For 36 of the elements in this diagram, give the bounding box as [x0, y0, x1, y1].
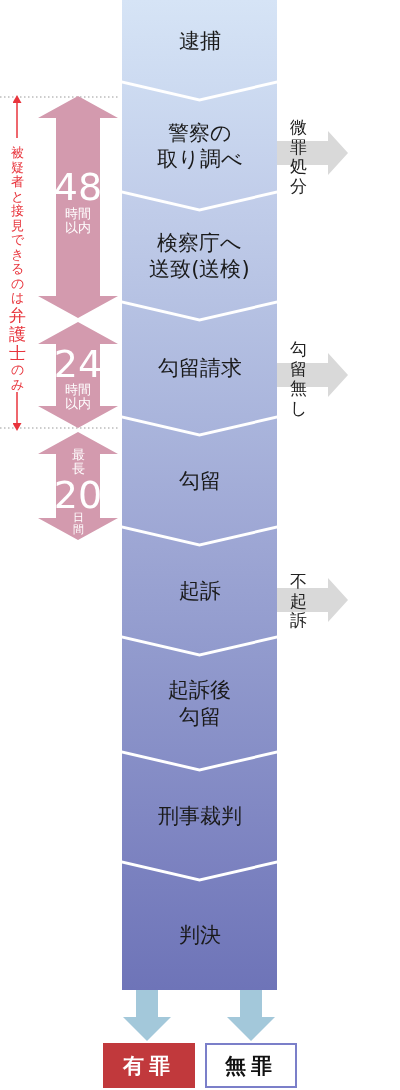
verdict-box: 有罪 — [103, 1043, 195, 1088]
step-band — [122, 417, 277, 545]
exit-arrow — [277, 353, 348, 397]
step-band — [122, 82, 277, 210]
edge-label: 微罪処分 — [289, 118, 308, 197]
verdict-box: 無罪 — [205, 1043, 297, 1088]
arrow — [123, 990, 171, 1041]
step-label: 検察庁へ送致(送検) — [148, 229, 251, 283]
duration-number: 48 — [52, 168, 104, 206]
edge-label: 不起訴 — [289, 572, 308, 631]
step-label: 勾留請求 — [156, 355, 243, 383]
step-band — [122, 637, 277, 770]
exit-arrow — [277, 578, 348, 622]
step-label: 警察の取り調べ — [155, 119, 244, 173]
note-text: 被疑者と接見できるのは弁護士のみ — [7, 146, 27, 393]
duration-unit: 時間以内 — [64, 207, 92, 236]
edge-label: 勾留無し — [289, 340, 308, 419]
step-label: 起訴 — [177, 577, 222, 605]
arrow — [227, 990, 275, 1041]
step-band — [122, 192, 277, 320]
duration-unit: 最長 — [70, 448, 86, 477]
step-label: 逮捕 — [177, 27, 222, 55]
step-band — [122, 862, 277, 990]
duration-number: 20 — [52, 476, 104, 514]
step-band — [122, 302, 277, 435]
duration-number: 24 — [52, 345, 104, 383]
step-band — [122, 752, 277, 880]
duration-unit: 時間以内 — [64, 383, 92, 412]
step-label: 刑事裁判 — [156, 802, 243, 830]
step-label: 起訴後勾留 — [167, 677, 232, 731]
step-band — [122, 0, 277, 100]
step-label: 勾留 — [177, 467, 222, 495]
exit-arrow — [277, 131, 348, 175]
step-label: 判決 — [177, 921, 222, 949]
duration-unit: 日間 — [71, 512, 85, 536]
step-band — [122, 527, 277, 655]
